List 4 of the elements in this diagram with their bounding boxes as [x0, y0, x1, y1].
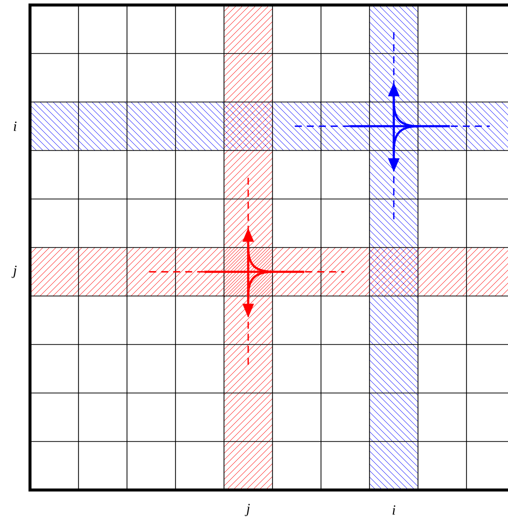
column-label: i: [392, 505, 396, 515]
row-label: i: [14, 122, 17, 131]
column-label: j: [244, 504, 250, 516]
row-label: j: [12, 266, 17, 278]
